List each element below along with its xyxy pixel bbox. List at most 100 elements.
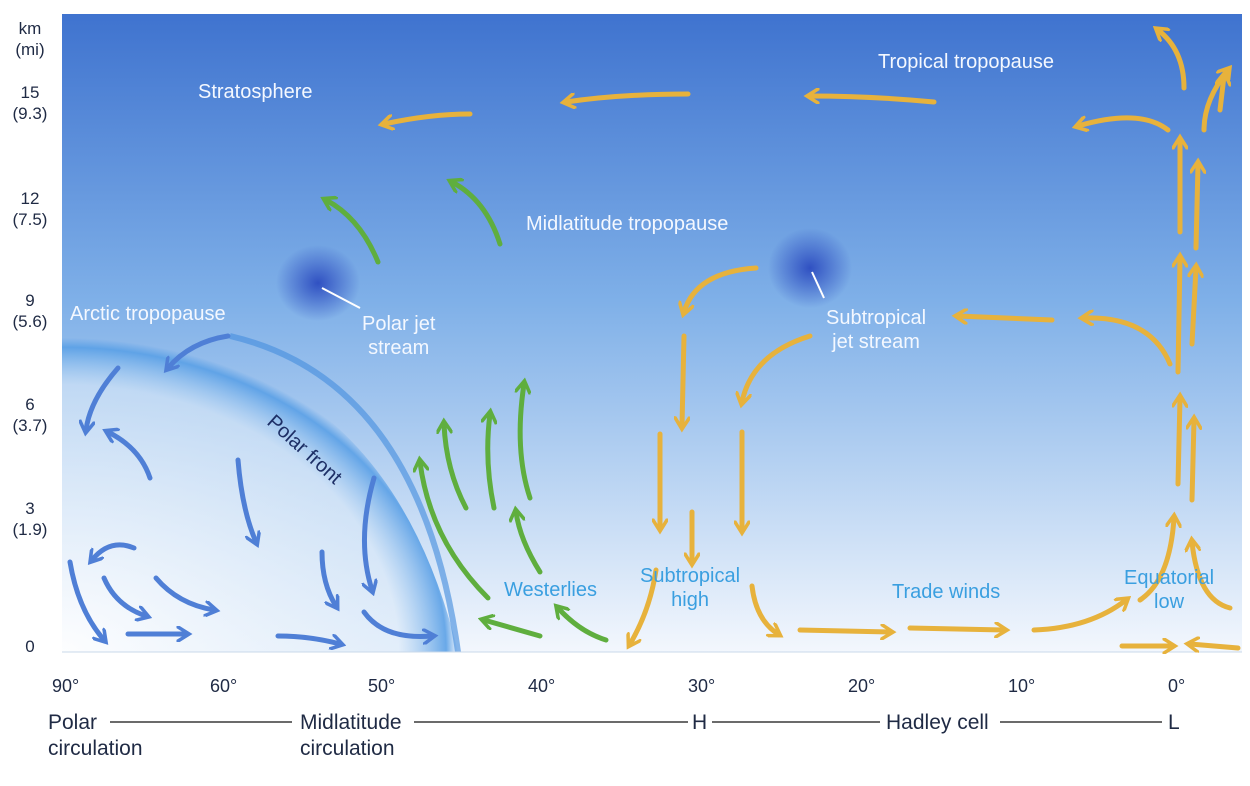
polar-arrow (108, 432, 153, 481)
y-tick-9: 9 (5.6) (4, 290, 56, 332)
polar-arrow (319, 549, 336, 606)
hadley-cell-arrows (384, 30, 1241, 648)
hadley-arrow (1031, 600, 1126, 633)
subtropical-jet-pointer (811, 271, 825, 299)
midlatitude-arrow (516, 512, 543, 575)
y-tick-12: 12 (7.5) (4, 188, 56, 230)
polar-arrow (364, 475, 374, 590)
x-tick-20: 20° (848, 676, 876, 696)
polar-circulation-label: Polar circulation (48, 710, 143, 762)
hadley-arrow (810, 96, 937, 105)
hadley-arrow (1084, 318, 1173, 367)
polar-arrow (92, 542, 137, 560)
hadley-arrow (684, 265, 759, 312)
midlatitude-arrow (420, 462, 491, 601)
y-tick-km: 0 (25, 637, 35, 656)
x-tick-60: 60° (210, 676, 238, 696)
polar-arrow (101, 575, 146, 616)
midlatitude-arrow (452, 182, 503, 247)
high-pressure-h-label: H (692, 711, 708, 734)
hadley-arrow (742, 333, 813, 402)
trade-winds-label: Trade winds (892, 581, 1001, 603)
hadley-arrow (1137, 518, 1174, 603)
x-tick-10: 10° (1008, 676, 1036, 696)
polar-arrow (153, 575, 214, 610)
polar-cell-arrows (67, 333, 432, 644)
polar-front-boundary (229, 333, 461, 653)
low-pressure-l-label: L (1168, 711, 1180, 734)
hadley-arrow (566, 91, 691, 102)
arctic-tropopause-label: Arctic tropopause (70, 303, 226, 325)
hadley-arrow (749, 583, 778, 634)
subtropical-jet-core (768, 228, 852, 308)
hadley-arrow (682, 333, 684, 426)
polar-arrow (235, 457, 256, 542)
polar-jet-core (276, 245, 360, 321)
x-tick-30: 30° (688, 676, 716, 696)
x-tick-50: 50° (368, 676, 396, 696)
westerlies-label: Westerlies (504, 579, 597, 601)
y-tick-3: 3 (1.9) (4, 498, 56, 540)
hadley-arrow (958, 316, 1055, 320)
midlatitude-arrow (558, 608, 609, 643)
hadley-arrow (1078, 115, 1171, 130)
subtropical-jet-label: Subtropical jet stream (826, 306, 926, 354)
midlatitude-circulation-label: Midlatitude circulation (300, 710, 402, 762)
y-tick-km: 3 (25, 499, 35, 518)
polar-circulation-line1: Polar (48, 711, 98, 734)
x-tick-40: 40° (528, 676, 556, 696)
y-tick-km: 12 (20, 189, 40, 208)
midlatitude-tropopause-label: Midlatitude tropopause (526, 213, 729, 235)
y-unit-mi: (mi) (15, 40, 45, 59)
y-tick-6: 6 (3.7) (4, 394, 56, 436)
hadley-arrow (1158, 30, 1187, 91)
midlatitude-arrow (488, 414, 494, 511)
midlatitude-arrow (444, 424, 469, 511)
midlatitude-arrow (520, 384, 533, 501)
y-tick-mi: (9.3) (12, 104, 48, 123)
polar-dome (62, 337, 458, 652)
hadley-arrow (1192, 420, 1194, 503)
hadley-arrow (1196, 164, 1198, 251)
polar-circulation-line2: circulation (48, 737, 143, 760)
y-tick-km: 9 (25, 291, 35, 310)
y-unit-km: km (18, 19, 42, 38)
midlatitude-arrow (484, 620, 543, 639)
y-tick-mi: (5.6) (12, 312, 48, 331)
hadley-arrow (384, 111, 473, 124)
y-tick-15: 15 (9.3) (4, 82, 56, 124)
hadley-arrow (1192, 268, 1196, 347)
equatorial-low-line1: Equatorial (1124, 567, 1215, 589)
tropical-tropopause-label: Tropical tropopause (878, 51, 1055, 73)
hadley-arrow (1178, 258, 1180, 375)
polar-arrow (361, 609, 432, 637)
polar-jet-label: Polar jet stream (362, 312, 435, 360)
y-tick-0: 0 (4, 636, 56, 657)
subtropical-high-line2: high (671, 589, 709, 611)
y-tick-km: 15 (20, 83, 40, 102)
hadley-cell-label: Hadley cell (886, 711, 989, 734)
midlatitude-arrow (326, 200, 381, 265)
polar-jet-line2: stream (368, 337, 430, 359)
equatorial-low-label: Equatorial low (1124, 566, 1214, 614)
x-tick-0: 0° (1168, 676, 1186, 696)
y-tick-mi: (3.7) (12, 416, 48, 435)
midlatitude-circulation-line1: Midlatitude (300, 711, 402, 734)
hadley-arrow (1192, 542, 1233, 611)
polar-arrow (67, 559, 104, 640)
subtropical-jet-line1: Subtropical (826, 307, 927, 329)
polar-jet-line1: Polar jet (362, 313, 436, 335)
hadley-arrow (1178, 398, 1180, 487)
y-tick-mi: (1.9) (12, 520, 48, 539)
midlatitude-cell-arrows (326, 182, 609, 643)
subtropical-high-line1: Subtropical (640, 565, 741, 587)
hadley-arrow (907, 628, 1004, 630)
hadley-arrow (630, 567, 659, 644)
midlatitude-circulation-line2: circulation (300, 737, 395, 760)
hadley-arrow (797, 630, 890, 632)
hadley-arrow (1190, 644, 1241, 648)
stratosphere-label: Stratosphere (198, 81, 313, 103)
hadley-arrow (1220, 76, 1224, 113)
